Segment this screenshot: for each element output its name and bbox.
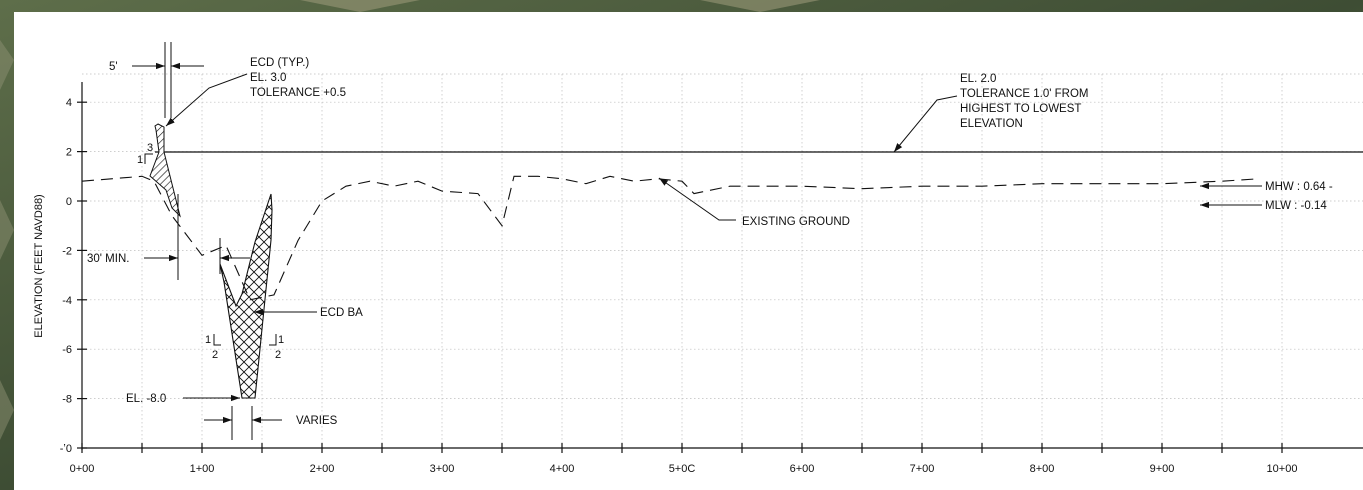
y-tick-label: 0 — [66, 196, 72, 208]
slope-3-label: 3 — [147, 142, 153, 154]
el-note-leader — [893, 95, 958, 153]
cross-section-drawing: 4 2 0 -2 -4 -6 -8 -ʼ0 0+00 1+00 2+00 3+00 4+00 5+0С 6… — [33, 42, 1363, 475]
y-axis-ticks: 4 2 0 -2 -4 -6 -8 -ʼ0 — [60, 97, 87, 455]
y-tick-label: 4 — [66, 97, 72, 109]
slope-indicator-left — [213, 334, 221, 346]
min30-label: 30' MIN. — [87, 253, 129, 265]
y-axis-label: ELEVATION (FEET NAVD88) — [33, 194, 45, 337]
el-note-line-4: ELEVATION — [960, 118, 1023, 130]
ecd-note-line-3: TOLERANCE +0.5 — [250, 87, 346, 99]
existing-ground-line — [81, 175, 1259, 301]
slope-indicator-right — [269, 334, 277, 346]
y-tick-label: -4 — [62, 295, 72, 307]
y-tick-label: -2 — [62, 245, 72, 257]
drawing-sheet: 4 2 0 -2 -4 -6 -8 -ʼ0 0+00 1+00 2+00 3+00 4+00 5+0С 6… — [14, 12, 1363, 490]
x-tick-label: 7+00 — [910, 463, 935, 475]
varies-label: VARIES — [296, 415, 338, 427]
x-tick-label: 6+00 — [790, 463, 815, 475]
slope-left-1-label: 1 — [205, 334, 211, 346]
ecd-ba-fill — [219, 193, 273, 399]
ecd-berm — [149, 123, 181, 218]
x-tick-label: 2+00 — [310, 463, 335, 475]
el-minus8-label: EL. -8.0 — [126, 393, 166, 405]
x-axis-ticks: 0+00 1+00 2+00 3+00 4+00 5+0С 6+00 7+00 8+00 9+00… — [70, 443, 1298, 475]
ecd-leader — [165, 73, 248, 127]
slope-left-2-label: 2 — [212, 349, 218, 361]
x-tick-label: 0+00 — [70, 463, 95, 475]
ecd-note-line-2: EL. 3.0 — [250, 72, 286, 84]
el-note-line-2: TOLERANCE 1.0' FROM — [960, 88, 1089, 100]
x-tick-label: 8+00 — [1030, 463, 1055, 475]
dim-5-label: 5' — [109, 61, 118, 73]
y-tick-label: -6 — [62, 344, 72, 356]
x-tick-label: 5+0С — [669, 463, 696, 475]
ecd-note-line-1: ECD (TYP.) — [250, 57, 309, 69]
x-tick-label: 3+00 — [430, 463, 455, 475]
slope-1-label: 1 — [137, 154, 143, 166]
existing-ground-label: EXISTING GROUND — [742, 216, 850, 228]
mlw-label: MLW : -0.14 — [1265, 200, 1327, 212]
x-tick-label: 9+00 — [1150, 463, 1175, 475]
x-tick-label: 4+00 — [550, 463, 575, 475]
ecd-ba-label: ECD BA — [320, 307, 363, 319]
x-tick-label: 1+00 — [190, 463, 215, 475]
el-note-line-3: HIGHEST TO LOWEST — [960, 103, 1081, 115]
el-note-line-1: EL. 2.0 — [960, 73, 996, 85]
slope-indicator-top — [144, 153, 153, 164]
y-tick-label: -8 — [62, 394, 72, 406]
mhw-label: MHW : 0.64 - — [1265, 181, 1333, 193]
slope-right-1-label: 1 — [278, 334, 284, 346]
y-tick-label: -ʼ0 — [60, 443, 72, 455]
existing-ground-leader — [658, 177, 736, 221]
grid — [82, 73, 1363, 448]
slope-right-2-label: 2 — [275, 349, 281, 361]
y-tick-label: 2 — [66, 147, 72, 159]
x-tick-label: 10+00 — [1267, 463, 1298, 475]
